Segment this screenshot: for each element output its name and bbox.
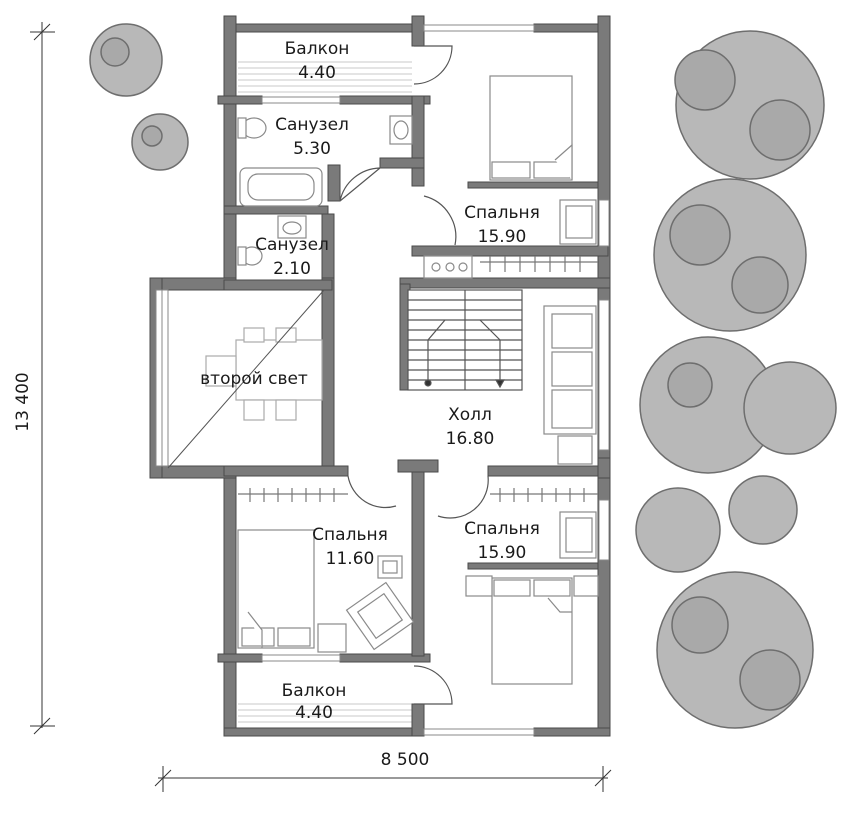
toilet-icon <box>237 246 263 266</box>
wardrobe-icon <box>490 488 598 502</box>
windows <box>155 24 610 736</box>
door-bath-1 <box>339 167 382 202</box>
toilet-icon <box>237 117 267 139</box>
room-name-bedroom-se: Спальня <box>464 519 540 539</box>
room-area-bedroom-sw: 11.60 <box>326 549 375 569</box>
armchair-icon <box>559 511 597 559</box>
tree-icon <box>656 571 814 729</box>
tree-icon <box>89 23 163 97</box>
bathtub-icon <box>239 167 323 207</box>
side-table-icon <box>377 555 403 579</box>
room-name-bedroom-ne: Спальня <box>464 203 540 223</box>
room-name-bath-1: Санузел <box>275 115 349 135</box>
door-bedroom-ne <box>423 195 457 246</box>
room-labels: Балкон 4.40 Санузел 5.30 Санузел 2.10 Сп… <box>200 39 540 723</box>
sink-icon <box>277 215 307 239</box>
width-dimension-label: 8 500 <box>381 750 430 770</box>
balcony-floor-top <box>238 61 412 93</box>
staircase <box>407 289 523 391</box>
room-area-bath-1: 5.30 <box>293 139 331 159</box>
armchair-icon <box>345 581 415 651</box>
door-bedroom-sw <box>347 475 397 509</box>
door-balcony-bottom <box>413 665 453 705</box>
bed-icon <box>465 575 599 685</box>
room-area-bath-2: 2.10 <box>273 259 311 279</box>
tree-icon <box>674 30 825 180</box>
wardrobe-icon <box>238 488 348 502</box>
armchair-icon <box>559 199 597 245</box>
wardrobe-icon <box>480 256 598 272</box>
room-name-second-light: второй свет <box>200 369 308 389</box>
doors <box>339 45 489 705</box>
balcony-floor-bottom <box>238 703 412 723</box>
room-name-balcony-top: Балкон <box>285 39 350 59</box>
height-dimension-label: 13 400 <box>13 372 33 431</box>
bed-icon <box>489 75 573 181</box>
room-area-hall: 16.80 <box>446 429 495 449</box>
room-area-bedroom-se: 15.90 <box>478 543 527 563</box>
second-light-void <box>167 289 325 469</box>
room-area-balcony-bottom: 4.40 <box>295 703 333 723</box>
room-name-bath-2: Санузел <box>255 235 329 255</box>
trees <box>635 30 837 729</box>
tree-icon <box>635 475 798 573</box>
stove-icon <box>423 255 473 279</box>
furniture <box>205 75 599 685</box>
sofa-icon <box>543 305 597 465</box>
room-name-bedroom-sw: Спальня <box>312 525 388 545</box>
room-area-bedroom-ne: 15.90 <box>478 227 527 247</box>
room-name-balcony-bottom: Балкон <box>282 681 347 701</box>
room-name-hall: Холл <box>448 405 492 425</box>
trees-left <box>89 23 189 171</box>
room-area-balcony-top: 4.40 <box>298 63 336 83</box>
nightstand-icon <box>317 623 347 653</box>
tree-icon <box>653 178 807 332</box>
door-bedroom-se <box>437 475 489 519</box>
bed-icon <box>237 529 315 649</box>
tree-icon <box>131 113 189 171</box>
tree-icon <box>639 336 837 474</box>
dimension-lines <box>30 22 612 792</box>
sink-icon <box>389 115 413 145</box>
door-balcony-top <box>413 45 453 85</box>
